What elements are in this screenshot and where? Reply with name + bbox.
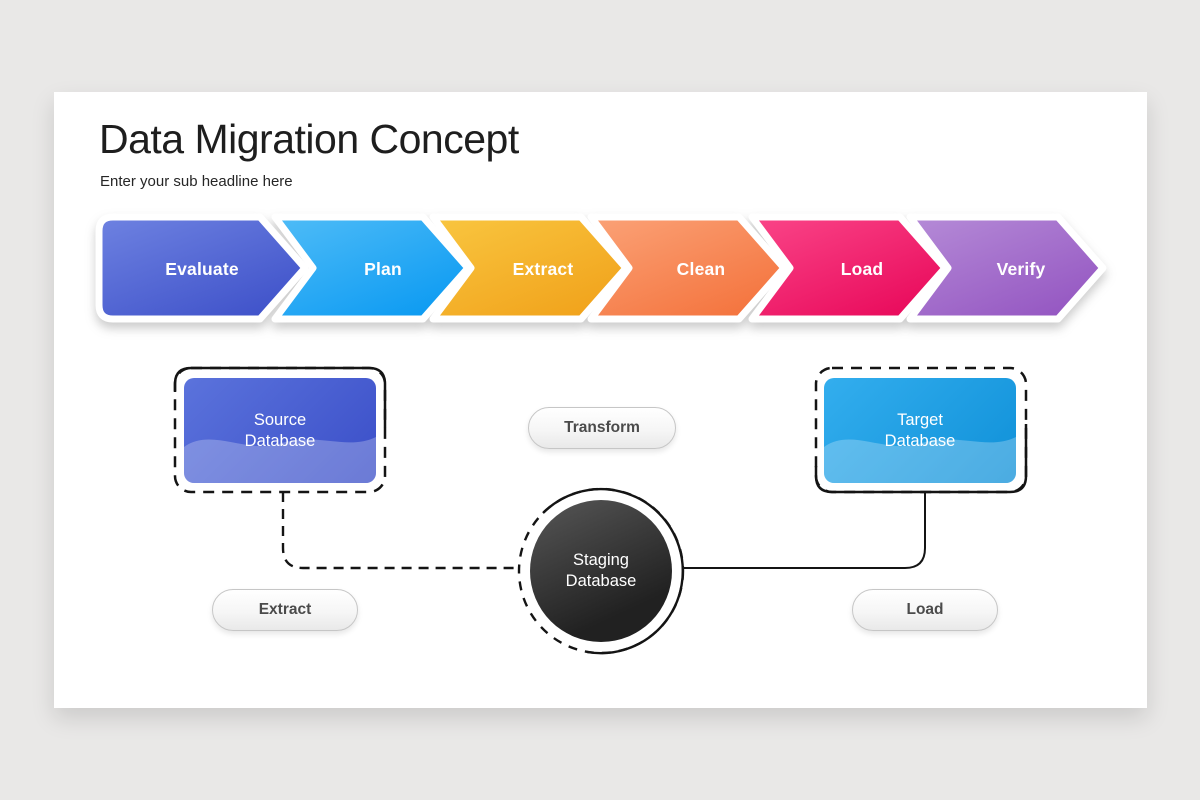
stage-label-plan: Plan xyxy=(364,259,402,279)
target-database-outline-solid xyxy=(814,424,1028,494)
chevron-stage-evaluate xyxy=(95,213,309,323)
load-pill: Load xyxy=(852,589,998,631)
source-database-label: Source Database xyxy=(244,410,316,450)
target-database-node: Target Database xyxy=(824,378,1016,483)
extract-pill-label: Extract xyxy=(258,601,312,618)
chevron-stage-plan xyxy=(271,213,472,323)
staging-database-label: Staging Database xyxy=(565,551,637,590)
stage-label-verify: Verify xyxy=(997,259,1046,279)
wave-decoration xyxy=(184,437,376,483)
chevron-stage-clean xyxy=(587,213,788,323)
connector-source-to-staging xyxy=(281,492,520,570)
page-title: Data Migration Concept xyxy=(99,116,519,162)
source-database-outline-dashed xyxy=(173,366,387,494)
source-database-node: Source Database xyxy=(184,378,376,483)
load-pill-label: Load xyxy=(906,601,944,618)
stage-label-clean: Clean xyxy=(677,259,726,279)
stage-label-load: Load xyxy=(841,259,884,279)
extract-pill: Extract xyxy=(212,589,358,631)
stage-label-extract: Extract xyxy=(513,259,574,279)
target-database-label: Target Database xyxy=(884,410,956,450)
chevron-stage-verify xyxy=(906,213,1107,323)
transform-pill: Transform xyxy=(528,407,676,449)
chevron-stage-extract xyxy=(429,213,630,323)
wave-decoration xyxy=(824,437,1016,483)
stage-label-evaluate: Evaluate xyxy=(165,259,239,279)
process-chevron-band: Evaluate Plan Extract Clean Load Verify xyxy=(95,213,1107,323)
chevron-stage-load xyxy=(748,213,949,323)
source-database-outline-solid xyxy=(173,366,387,428)
staging-database-ring-solid xyxy=(542,488,684,655)
connector-staging-to-target xyxy=(682,493,926,569)
page-subtitle: Enter your sub headline here xyxy=(100,173,293,190)
transform-pill-label: Transform xyxy=(564,419,640,436)
staging-database-node: Staging Database xyxy=(530,500,672,642)
